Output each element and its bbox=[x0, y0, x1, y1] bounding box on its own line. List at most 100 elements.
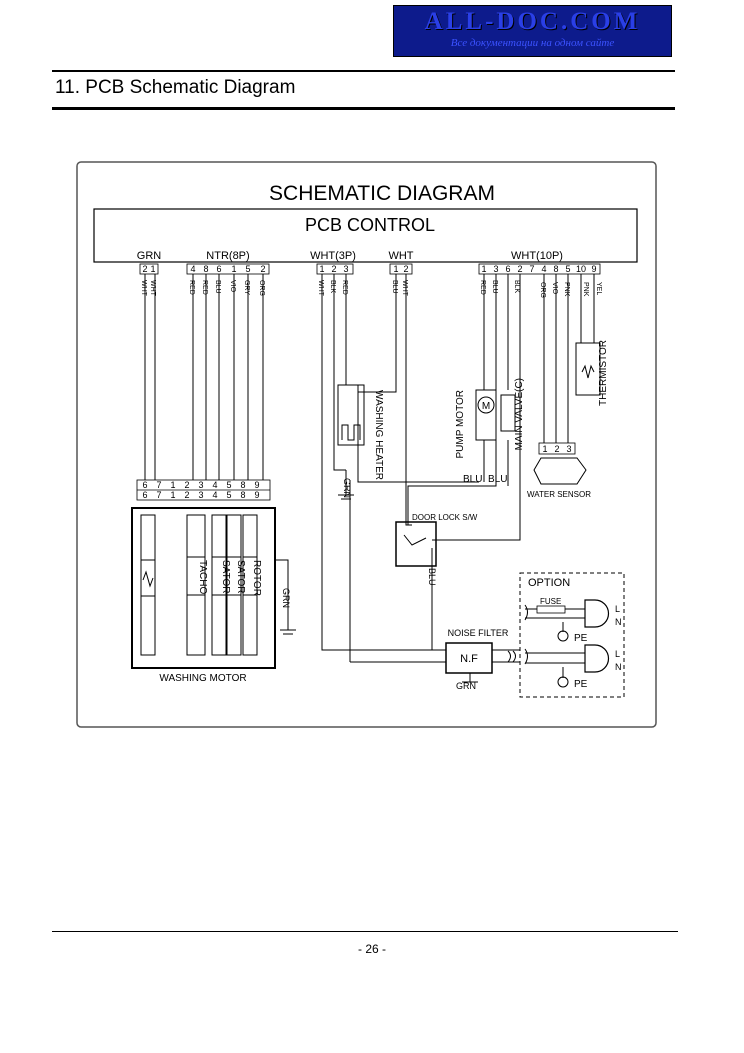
pin: 4 bbox=[190, 264, 195, 274]
resistor-icon bbox=[581, 364, 595, 379]
wire-label: ORG bbox=[258, 280, 265, 296]
wire-label: YEL bbox=[595, 282, 602, 295]
ground-icon-1 bbox=[557, 630, 569, 642]
connector-wht10p-label: WHT(10P) bbox=[511, 250, 563, 262]
pin: 10 bbox=[576, 264, 586, 274]
nf-label: N.F bbox=[460, 653, 478, 665]
tacho-label: TACHO bbox=[197, 560, 208, 594]
section-title: 11. PCB Schematic Diagram bbox=[55, 77, 296, 98]
pin: 1 bbox=[170, 480, 175, 490]
wire-label: WHT bbox=[401, 280, 408, 297]
title-rule bbox=[52, 107, 675, 110]
fuse-icon bbox=[536, 605, 566, 614]
watermark-logo: ALL-DOC.COM Все документации на одном са… bbox=[393, 5, 672, 57]
pin: 8 bbox=[203, 264, 208, 274]
n-label-2: N bbox=[615, 662, 622, 672]
water-sensor-connector bbox=[538, 442, 576, 455]
pin: 2 bbox=[142, 264, 147, 274]
pcb-control-label: PCB CONTROL bbox=[305, 215, 435, 235]
n-label-1: N bbox=[615, 617, 622, 627]
wire-label: PNK bbox=[582, 282, 589, 297]
wire-label: RED bbox=[341, 280, 348, 295]
connector-ntr-label: NTR(8P) bbox=[206, 250, 249, 262]
heater-element-icon bbox=[341, 424, 361, 441]
plug-icon-2 bbox=[584, 644, 610, 673]
washing-motor-box bbox=[131, 507, 276, 669]
wire-color-labels: WHT WHT RED RED BLU VIO GRY ORG WHT BLK … bbox=[140, 280, 602, 298]
option-label: OPTION bbox=[528, 577, 570, 589]
wire-label: RED bbox=[201, 280, 208, 295]
pin: 1 bbox=[150, 264, 155, 274]
pe-label-2: PE bbox=[574, 679, 588, 690]
pin: 3 bbox=[198, 490, 203, 500]
pin: 5 bbox=[565, 264, 570, 274]
pin: 6 bbox=[142, 490, 147, 500]
top-rule bbox=[52, 70, 675, 72]
watermark-sub: Все документации на одном сайте bbox=[450, 37, 615, 49]
pin: 7 bbox=[529, 264, 534, 274]
pin: 1 bbox=[170, 490, 175, 500]
diagram-frame bbox=[76, 161, 657, 728]
pin: 6 bbox=[142, 480, 147, 490]
grn-motor-label: GRN bbox=[281, 588, 291, 608]
pin: 8 bbox=[240, 490, 245, 500]
pin: 3 bbox=[566, 444, 571, 454]
washing-heater-label: WASHING HEATER bbox=[373, 390, 384, 480]
pin: 2 bbox=[331, 264, 336, 274]
water-sensor-symbol bbox=[533, 457, 587, 485]
pin: 1 bbox=[319, 264, 324, 274]
pin: 2 bbox=[554, 444, 559, 454]
wire-label: RED bbox=[479, 280, 486, 295]
pin: 2 bbox=[517, 264, 522, 274]
pin: 1 bbox=[542, 444, 547, 454]
pin: 8 bbox=[240, 480, 245, 490]
sator-label-2: SATOR bbox=[235, 560, 246, 594]
wht-connector-box bbox=[389, 263, 413, 275]
thermistor-label: THERMISTOR bbox=[598, 340, 609, 406]
wire-label: WHT bbox=[140, 280, 147, 297]
wire-label: VIO bbox=[551, 282, 558, 295]
blu-pump-label: BLU bbox=[463, 474, 482, 485]
water-sensor-pins: 1 2 3 bbox=[542, 444, 571, 454]
washing-motor-label: WASHING MOTOR bbox=[159, 673, 246, 684]
l-label-2: L bbox=[615, 649, 620, 659]
pin: 1 bbox=[231, 264, 236, 274]
water-sensor-label: WATER SENSOR bbox=[527, 490, 591, 499]
pin: 3 bbox=[198, 480, 203, 490]
door-lock-symbol bbox=[395, 521, 437, 567]
grn-connector-box bbox=[139, 263, 159, 275]
connector-grn-label: GRN bbox=[137, 250, 162, 262]
motor-icon bbox=[477, 396, 495, 414]
wire-label: WHT bbox=[149, 280, 156, 297]
sator-label-1: SATOR bbox=[220, 560, 231, 594]
door-lock-label: DOOR LOCK S/W bbox=[412, 513, 478, 522]
plug-wires bbox=[525, 608, 585, 678]
wires bbox=[144, 274, 595, 663]
main-valve-label: MAIN VALVE(C) bbox=[514, 378, 525, 450]
plug-icon-1 bbox=[584, 599, 610, 628]
switch-icon bbox=[403, 534, 427, 546]
motor-ground-wire bbox=[275, 559, 289, 630]
wire-label: BLK bbox=[329, 280, 336, 294]
pin: 7 bbox=[156, 490, 161, 500]
ntr-connector-box bbox=[186, 263, 270, 275]
pin: 7 bbox=[156, 480, 161, 490]
wire-label: VIO bbox=[229, 280, 236, 293]
rotor-label: ROTOR bbox=[251, 560, 262, 596]
ground-icon-2 bbox=[557, 676, 569, 688]
footer-rule bbox=[52, 931, 678, 932]
wire-label: GRY bbox=[243, 280, 250, 295]
pump-motor-symbol bbox=[475, 389, 497, 441]
watermark-main: ALL-DOC.COM bbox=[424, 8, 641, 35]
washing-heater-symbol bbox=[337, 384, 365, 446]
connector-wht-label: WHT bbox=[388, 250, 413, 262]
pin: 5 bbox=[245, 264, 250, 274]
option-box bbox=[519, 572, 625, 698]
wire-label: PNK bbox=[563, 282, 570, 297]
top-connector-pins: 2 1 4 8 6 1 5 2 1 2 3 1 2 1 3 6 2 7 4 8 … bbox=[139, 263, 601, 275]
page-number: - 26 - bbox=[357, 942, 386, 956]
thermistor-symbol bbox=[575, 342, 601, 396]
pin: 9 bbox=[254, 490, 259, 500]
pin: 4 bbox=[212, 490, 217, 500]
